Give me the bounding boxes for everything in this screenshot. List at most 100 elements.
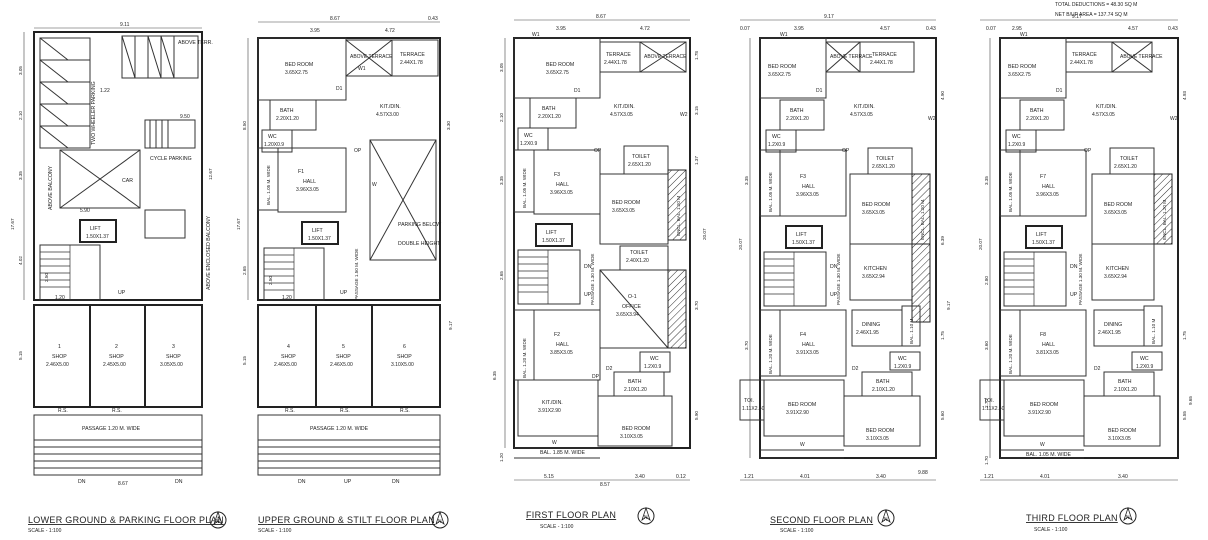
dim-side-7: 5.60 [940, 411, 945, 420]
label-up: UP [1070, 292, 1078, 298]
label-w2: W2 [928, 116, 936, 122]
room-bedroom: BED ROOM [285, 62, 313, 68]
room-lift-size: 1.50X1.37 [1032, 240, 1055, 246]
room-wc: WC [772, 134, 781, 140]
dim-side-5: 9.17 [946, 301, 951, 310]
room-toi-size: 1.11X2.40 [742, 406, 765, 412]
label-passage: PASSAGE 1.30 M. WIDE [590, 254, 595, 305]
dim-side-4: 2.80 [984, 276, 989, 285]
room-dining-size: 2.46X1.95 [856, 330, 879, 336]
dim-side-8: 9.88 [918, 470, 928, 476]
dim-side-6: 6.35 [492, 371, 497, 380]
room-lift: LIFT [312, 228, 323, 234]
label-passage: PASSAGE 1.50 M. WIDE [354, 249, 359, 300]
label-encl-bal: ENCL. BAL. 1.20 M. [920, 199, 925, 240]
room-hall-size: 3.96X3.05 [550, 190, 573, 196]
label-op: OP [1084, 148, 1092, 154]
dim-side-8: 1.78 [694, 51, 699, 60]
north-arrow-icon: N [637, 506, 655, 525]
north-arrow-icon: N [209, 510, 227, 529]
label-bal-2: BAL. 1.20 M. WIDE [522, 338, 527, 378]
room-terrace-size: 2.44X1.78 [604, 60, 627, 66]
dim-side-6: 1.75 [1182, 331, 1187, 340]
room-bath: BATH [1030, 108, 1044, 114]
dim-top-2: 1.22 [100, 88, 110, 94]
north-arrow-icon: N [877, 508, 895, 527]
shop-1-name: SHOP [52, 354, 67, 360]
enclosed-balcony-4 [911, 243, 931, 323]
label-120: 1.20 [282, 295, 292, 301]
shop-2-no: 2 [115, 344, 118, 350]
room-toilet-2: TOILET [630, 250, 649, 256]
room-hall-2: HALL [802, 342, 815, 348]
lift-box-5 [1025, 225, 1063, 249]
room-hall-2-size: 3.91X3.05 [796, 350, 819, 356]
shops-row-2 [257, 304, 441, 408]
label-above-balcony: ABOVE BALCONY [48, 165, 54, 210]
shop-2-name: SHOP [109, 354, 124, 360]
room-dining: DINING [862, 322, 880, 328]
room-terrace: TERRACE [1072, 52, 1097, 58]
dim-side-1: 4.93 [1182, 91, 1187, 100]
room-office-size: 3.65X3.94 [616, 312, 639, 318]
label-two-wheeler: TWO WHEELER PARKING [91, 81, 97, 145]
room-bath: BATH [542, 106, 556, 112]
dim-side-5: 9.17 [448, 321, 453, 330]
room-bath-2: BATH [876, 379, 890, 385]
room-toi-size: 1.11X2.40 [982, 406, 1005, 412]
net-bup-area-text: NET B/UP AREA = 137.74 SQ M [1055, 12, 1128, 18]
room-bedroom-2: BED ROOM [612, 200, 640, 206]
shop-6-size: 3.10X5.00 [391, 362, 414, 368]
dim-bottom-3: 3.40 [635, 474, 645, 480]
room-wc-2: WC [650, 356, 659, 362]
room-bedroom-3: BED ROOM [1030, 402, 1058, 408]
plan-second-floor: 9.17 3.95 4.57 0.07 0.43 4.90 3.35 20.07… [738, 14, 951, 534]
room-kitchen: KITCHEN [864, 266, 887, 272]
plan-scale-third-floor: SCALE - 1:100 [1034, 527, 1068, 533]
label-w2: W2 [1170, 116, 1178, 122]
dim-top-1: 9.11 [120, 22, 130, 28]
room-toi: TOI. [744, 398, 754, 404]
label-bal-2: BAL. 1.20 M. WIDE [1008, 334, 1013, 374]
room-terrace-size: 2.44X1.78 [1070, 60, 1093, 66]
label-car: CAR [122, 178, 133, 184]
dim-bottom-4: 0.12 [676, 474, 686, 480]
plan-lower-ground-parking: 9.11 1.22 3.05 2.10 3.35 17.67 4.02 5.15… [10, 22, 227, 534]
label-dn: DN [584, 264, 592, 270]
label-d1: D1 [336, 86, 343, 92]
label-590: 5.90 [80, 208, 90, 214]
upper-ground-outline [257, 37, 441, 301]
label-f7: F7 [1040, 174, 1046, 180]
dim-top-3: 4.57 [880, 26, 890, 32]
staircase-4 [763, 251, 827, 307]
dim-side-9: 1.75 [940, 331, 945, 340]
dim-side-5: 3.60 [984, 341, 989, 350]
label-above-terr: ABOVE TERR. [178, 40, 213, 46]
bedroom-box [257, 37, 347, 101]
room-terrace: TERRACE [400, 52, 425, 58]
dim-side-9: 5.55 [1182, 411, 1187, 420]
room-kitchen-size: 3.65X2.94 [862, 274, 885, 280]
dim-side-4: 20.07 [702, 228, 707, 240]
label-passage: PASSAGE 1.30 M. WIDE [836, 254, 841, 305]
dim-side-1: 4.90 [940, 91, 945, 100]
plan-title-upper-ground: UPPER GROUND & STILT FLOOR PLAN [258, 515, 435, 525]
dim-top-3: 4.72 [640, 26, 650, 32]
label-250: 2.50 [268, 276, 273, 285]
dn-label-3: DN [298, 479, 306, 485]
rs-label-1: R.S. [58, 408, 68, 414]
room-kit-din-2: KIT./DIN. [542, 400, 563, 406]
dim-side-2: 3.35 [984, 176, 989, 185]
north-label-4: N [884, 517, 888, 523]
dim-side-2: 17.67 [236, 218, 241, 230]
room-toilet-2-size: 2.40X1.20 [626, 258, 649, 264]
room-lift-size: 1.50X1.37 [308, 236, 331, 242]
room-office: OFFICE [622, 304, 642, 310]
room-toi: TOI. [984, 398, 994, 404]
room-bedroom-1-size: 3.65X2.75 [768, 72, 791, 78]
room-toilet-size: 2.65X1.20 [1114, 164, 1137, 170]
room-bedroom-3-size: 3.91X2.90 [1028, 410, 1051, 416]
room-wc: WC [524, 133, 533, 139]
label-d2: D2 [606, 366, 613, 372]
room-bath-2: BATH [1118, 379, 1132, 385]
